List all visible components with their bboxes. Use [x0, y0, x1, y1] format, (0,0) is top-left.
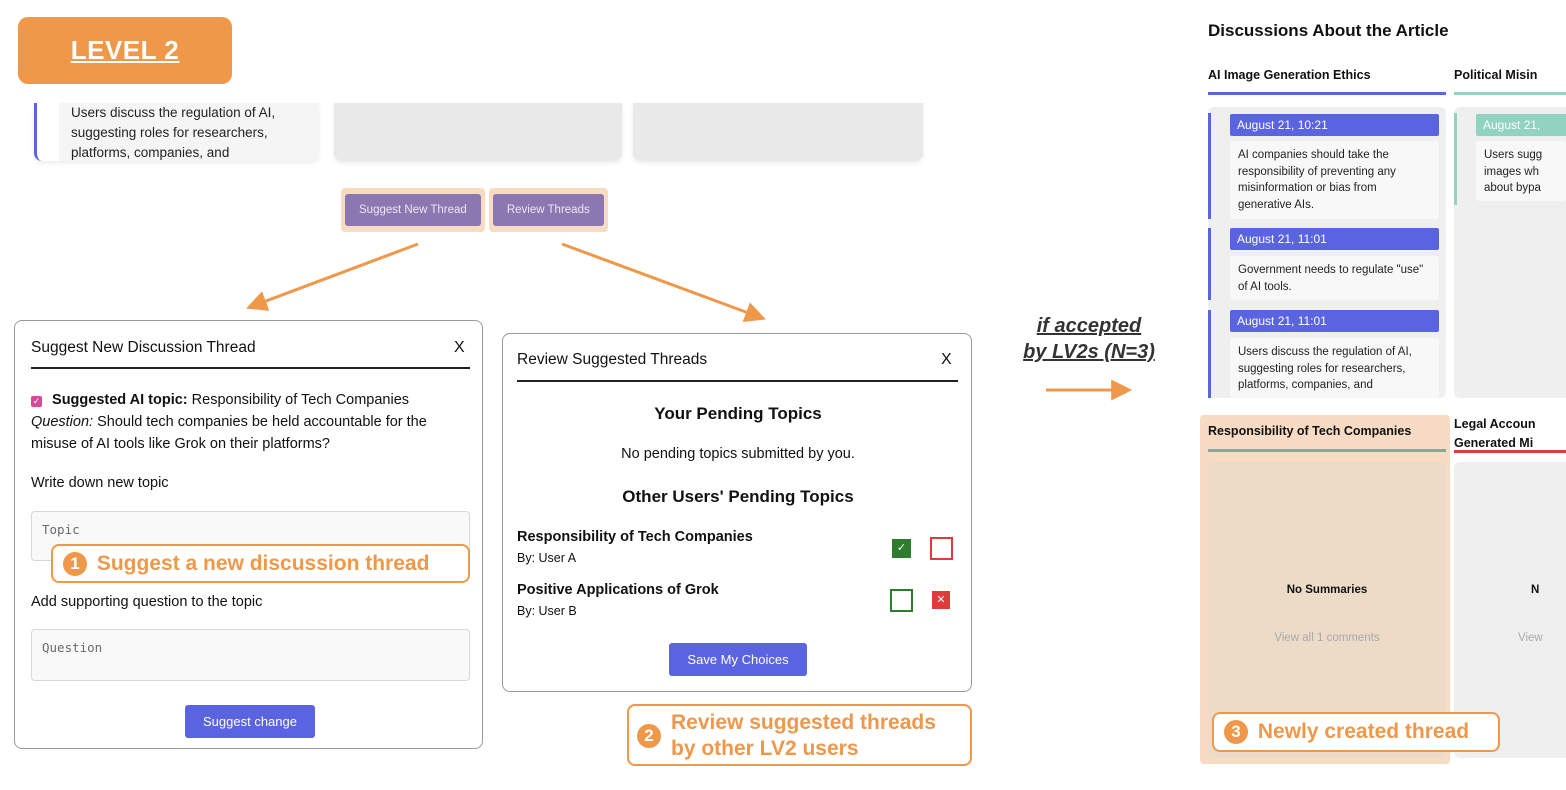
note-line: by LV2s (N=3) [1023, 341, 1155, 363]
thread-card-empty [334, 103, 622, 161]
question-prompt: Add supporting question to the topic [31, 594, 263, 610]
others-heading: Other Users' Pending Topics [622, 487, 854, 506]
topic-prompt: Write down new topic [31, 475, 169, 491]
article-discussions-title: Discussions About the Article [1208, 21, 1449, 40]
callout-suggest: 1 Suggest a new discussion thread [51, 544, 470, 583]
pending-topic-row: Positive Applications of Grok By: User B [517, 582, 719, 618]
column-underline [1454, 450, 1566, 453]
question-value: Should tech companies be held accountabl… [31, 414, 427, 452]
suggested-topic-label: Suggested AI topic: [52, 392, 188, 408]
column-header: Political Misin [1454, 68, 1538, 82]
save-choices-button[interactable]: Save My Choices [669, 643, 807, 676]
dialog-title: Review Suggested Threads [517, 351, 708, 368]
comment-text: AI companies should take the responsibil… [1230, 141, 1439, 219]
column-underline [1208, 449, 1446, 452]
suggested-topic-value: Responsibility of Tech Companies [191, 392, 410, 408]
comment-date: August 21, [1476, 114, 1566, 136]
no-summaries-text: No Summaries [1286, 584, 1368, 596]
arrow-to-review [561, 242, 766, 323]
topic-title: Responsibility of Tech Companies [517, 529, 753, 545]
callout-new-thread: 3 Newly created thread [1212, 712, 1500, 752]
step-number: 1 [63, 552, 87, 577]
suggest-change-button[interactable]: Suggest change [185, 705, 315, 738]
note-line: if accepted [1036, 315, 1142, 337]
thread-column [1208, 462, 1446, 758]
callout-text: Newly created thread [1257, 720, 1470, 743]
column-underline [1454, 92, 1566, 95]
pending-empty-text: No pending topics submitted by you. [621, 446, 855, 462]
dialog-title: Suggest New Discussion Thread [31, 339, 256, 356]
checkbox-checked[interactable]: ✓ [31, 396, 42, 407]
question-textarea[interactable]: Question [31, 629, 470, 681]
column-underline [1208, 92, 1446, 95]
review-threads-dialog: Review Suggested Threads X Your Pending … [502, 333, 972, 692]
pending-topic-row: Responsibility of Tech Companies By: Use… [517, 529, 753, 565]
topic-author: By: User B [517, 604, 577, 618]
column-header: AI Image Generation Ethics [1208, 68, 1371, 82]
callout-text: by other LV2 users [671, 737, 859, 760]
comment-date: August 21, 11:01 [1230, 228, 1439, 250]
callout-text: Suggest a new discussion thread [96, 552, 430, 575]
thread-card-empty [633, 103, 923, 161]
level-badge: LEVEL 2 [18, 17, 232, 84]
comment-text: Users discuss the regulation of AI, sugg… [1230, 338, 1439, 398]
view-all-comments-link[interactable]: View all 1 comments [1274, 632, 1380, 644]
suggest-thread-dialog: Suggest New Discussion Thread X ✓ Sugges… [14, 320, 483, 749]
accept-checkbox[interactable]: ✓ [892, 539, 911, 558]
reject-checkbox[interactable] [930, 537, 953, 560]
reject-checkbox[interactable]: ✕ [932, 591, 950, 609]
suggest-new-thread-button[interactable]: Suggest New Thread [345, 194, 481, 226]
view-all-comments-link[interactable]: View [1518, 632, 1543, 644]
close-icon[interactable]: X [941, 351, 952, 368]
step-number: 3 [1224, 720, 1248, 745]
column-header: Legal Accoun Generated Mi [1454, 417, 1536, 450]
acceptance-note: if accepted by LV2s (N=3) [1012, 313, 1166, 365]
comment-date: August 21, 10:21 [1230, 114, 1439, 136]
callout-text: Review suggested threads [671, 711, 936, 734]
accept-checkbox[interactable] [890, 589, 913, 612]
arrow-to-suggest [246, 242, 419, 311]
topic-title: Positive Applications of Grok [517, 582, 719, 598]
step-number: 2 [637, 724, 661, 748]
comment-text: Government needs to regulate "use" of AI… [1230, 256, 1439, 300]
comment-text: Users sugg images wh about bypa [1476, 141, 1566, 201]
dialog-divider [517, 380, 958, 382]
topic-author: By: User A [517, 551, 577, 565]
question-label: Question: [31, 414, 94, 430]
comment-date: August 21, 11:01 [1230, 310, 1439, 332]
callout-review: 2 Review suggested threads by other LV2 … [627, 704, 972, 766]
thread-card-preview: Users discuss the regulation of AI, sugg… [34, 103, 319, 161]
suggested-topic-block: ✓ Suggested AI topic: Responsibility of … [31, 389, 471, 455]
thread-actions: Suggest New Thread Review Threads [341, 188, 608, 232]
level-label: LEVEL 2 [70, 35, 180, 65]
close-icon[interactable]: X [454, 339, 465, 356]
no-summaries-text: N [1531, 584, 1540, 596]
review-threads-button[interactable]: Review Threads [492, 194, 604, 226]
dialog-divider [31, 367, 470, 369]
thread-column [1454, 462, 1566, 758]
pending-heading: Your Pending Topics [654, 404, 822, 423]
thread-card-text: Users discuss the regulation of AI, sugg… [59, 103, 319, 161]
column-header: Responsibility of Tech Companies [1208, 424, 1412, 438]
